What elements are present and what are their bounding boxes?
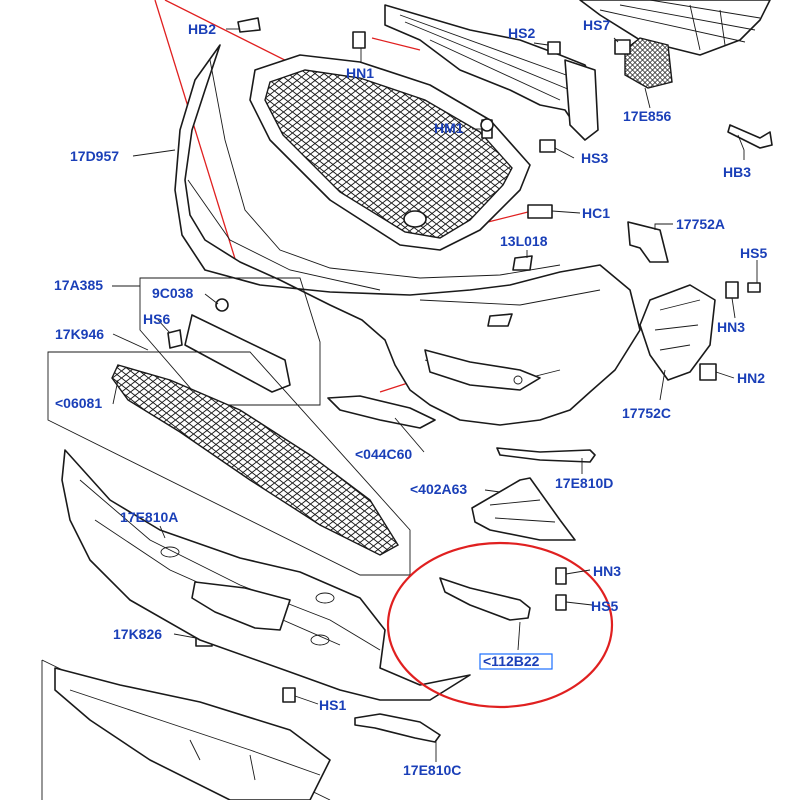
label-17a385[interactable]: 17A385 [54, 277, 103, 293]
upper-grille [249, 54, 531, 251]
part-112b22 [439, 577, 531, 621]
highlight-circle [386, 541, 614, 709]
label-17752c[interactable]: 17752C [622, 405, 671, 421]
bumper-cover [174, 44, 641, 426]
label-hc1[interactable]: HC1 [582, 205, 610, 221]
label-06081[interactable]: <06081 [55, 395, 102, 411]
label-hs5-lower[interactable]: HS5 [591, 598, 618, 614]
label-hs5-upper[interactable]: HS5 [740, 245, 767, 261]
part-17e856 [624, 37, 673, 89]
part-17752c [639, 284, 716, 381]
part-402a63 [471, 477, 576, 541]
label-hs6[interactable]: HS6 [143, 311, 170, 327]
label-9c038[interactable]: 9C038 [152, 285, 193, 301]
label-17d957[interactable]: 17D957 [70, 148, 119, 164]
label-17k826[interactable]: 17K826 [113, 626, 162, 642]
fasteners [167, 17, 773, 703]
label-hb3[interactable]: HB3 [723, 164, 751, 180]
part-17e810d [496, 447, 596, 463]
label-hs3[interactable]: HS3 [581, 150, 608, 166]
label-17e856[interactable]: 17E856 [623, 108, 671, 124]
label-17e810a[interactable]: 17E810A [120, 509, 178, 525]
label-17e810d[interactable]: 17E810D [555, 475, 613, 491]
selected-label-box [479, 653, 553, 670]
leader-lines [112, 28, 758, 762]
label-hn2[interactable]: HN2 [737, 370, 765, 386]
label-044c60[interactable]: <044C60 [355, 446, 412, 462]
bottom-splitter-group [41, 659, 331, 800]
label-13l018[interactable]: 13L018 [500, 233, 548, 249]
part-17752a [627, 221, 669, 263]
label-17752a[interactable]: 17752A [676, 216, 725, 232]
label-hn3-upper[interactable]: HN3 [717, 319, 745, 335]
upper-bracket [384, 0, 771, 141]
label-hn1[interactable]: HN1 [346, 65, 374, 81]
label-hb2[interactable]: HB2 [188, 21, 216, 37]
licence-plate-group [139, 277, 321, 406]
label-hm1[interactable]: HM1 [434, 120, 464, 136]
label-17e810c[interactable]: 17E810C [403, 762, 461, 778]
label-hs1[interactable]: HS1 [319, 697, 346, 713]
label-hs7[interactable]: HS7 [583, 17, 610, 33]
label-402a63[interactable]: <402A63 [410, 481, 467, 497]
label-112b22[interactable]: <112B22 [483, 653, 540, 669]
label-hs2[interactable]: HS2 [508, 25, 535, 41]
part-044c60 [327, 395, 436, 429]
label-17k946[interactable]: 17K946 [55, 326, 104, 342]
part-labels: HB2 HN1 HS2 HS7 17E856 17D957 HM1 HS3 HB… [54, 17, 767, 778]
part-17e810a [61, 449, 471, 701]
part-17e810c [354, 713, 441, 743]
label-hn3-lower[interactable]: HN3 [593, 563, 621, 579]
